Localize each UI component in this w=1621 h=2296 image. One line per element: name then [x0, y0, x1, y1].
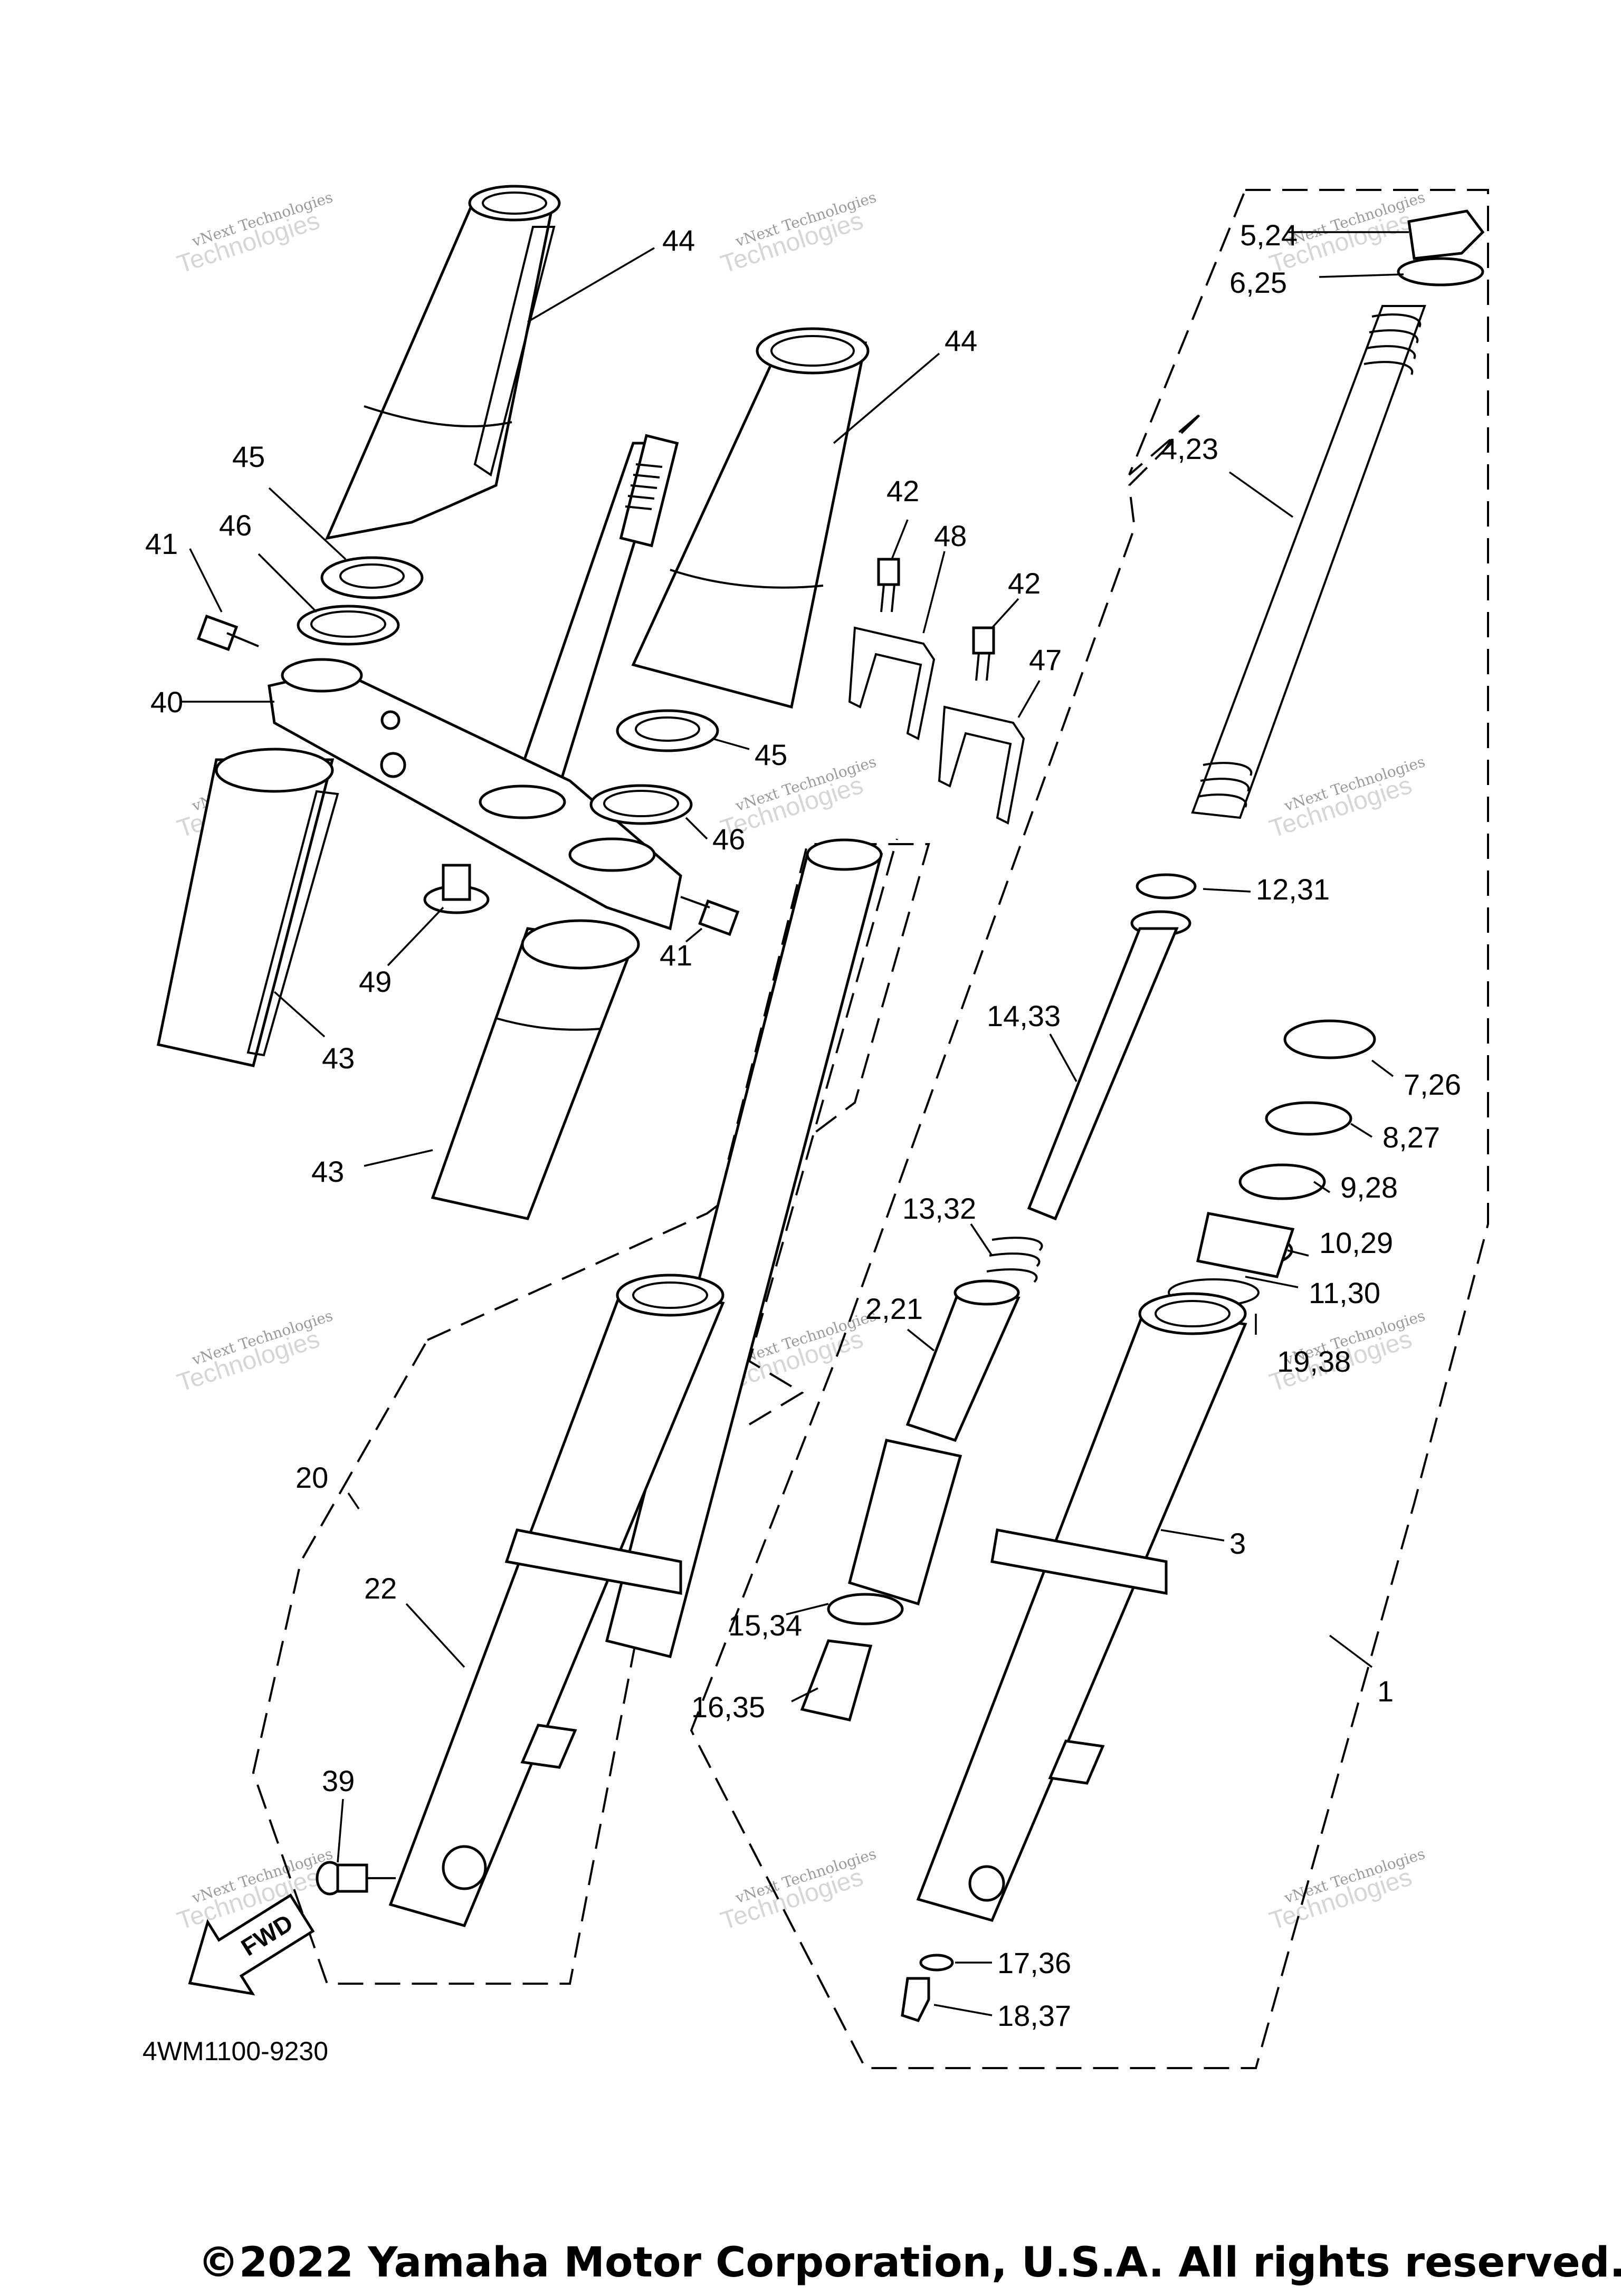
callout-2-21: 2,21 — [865, 1292, 923, 1325]
drawing-code: 4WM1100-9230 — [142, 2036, 328, 2066]
callout-15-34: 15,34 — [728, 1609, 802, 1642]
bolt-42-a — [877, 558, 900, 613]
callout-41-right: 41 — [660, 939, 692, 972]
callout-41-left: 41 — [145, 527, 178, 560]
callout-46-left: 46 — [219, 509, 252, 542]
watermark: Technologies vNext Technologies — [174, 1307, 335, 1398]
assembly-outline-1 — [690, 189, 1489, 2069]
callout-12-31: 12,31 — [1256, 873, 1330, 906]
callout-17-36: 17,36 — [997, 1946, 1071, 1979]
callout-45-left: 45 — [232, 440, 265, 473]
callout-18-37: 18,37 — [997, 1999, 1071, 2032]
bolt-42-b — [972, 626, 995, 681]
gasket-17-36 — [919, 1954, 954, 1972]
callout-3: 3 — [1229, 1527, 1246, 1560]
rebound-spring — [986, 1237, 1043, 1283]
damper-rod — [1027, 910, 1191, 1221]
watermark: Technologies vNext Technologies — [1266, 753, 1427, 844]
watermark: Technologies vNext Technologies — [717, 188, 878, 279]
callout-44-upper-left: 44 — [662, 224, 695, 257]
watermark: Technologies vNext Technologies — [174, 188, 335, 279]
callout-14-33: 14,33 — [987, 999, 1061, 1032]
cylinder-2-21 — [847, 1279, 1021, 1606]
leader-lines — [179, 231, 1409, 2016]
bracket-47 — [938, 705, 1025, 825]
callout-labels: 44 44 45 46 41 40 42 48 42 47 45 46 41 4… — [145, 218, 1461, 2032]
upper-cover-left — [325, 185, 561, 540]
callout-1: 1 — [1377, 1675, 1394, 1708]
callout-45-right: 45 — [755, 738, 787, 771]
copyright-notice: ©2022 Yamaha Motor Corporation, U.S.A. A… — [198, 2239, 1621, 2287]
callout-13-32: 13,32 — [902, 1192, 976, 1225]
washer-left — [297, 556, 424, 646]
lower-cover-right — [431, 919, 640, 1220]
callout-42-b: 42 — [1008, 567, 1041, 600]
outer-tube-right — [916, 1292, 1247, 1922]
watermark: Technologies vNext Technologies — [717, 1845, 878, 1936]
collar-16-35 — [800, 1639, 873, 1721]
bracket-48 — [848, 626, 936, 740]
callout-43-left: 43 — [322, 1041, 355, 1075]
callout-43-right: 43 — [311, 1155, 344, 1188]
callout-40: 40 — [150, 685, 183, 719]
washer-right — [589, 709, 719, 825]
callout-47: 47 — [1029, 643, 1062, 676]
inner-tube — [605, 838, 883, 1659]
callout-10-29: 10,29 — [1319, 1226, 1393, 1259]
callout-39: 39 — [322, 1764, 355, 1797]
callout-42-a: 42 — [886, 474, 919, 508]
fork-spring — [1191, 305, 1426, 819]
ring-15-34 — [827, 1593, 904, 1625]
outer-tube-left — [388, 1274, 725, 1928]
ring-12-31 — [1136, 873, 1197, 900]
lower-cover-left — [157, 748, 339, 1067]
callout-8-27: 8,27 — [1382, 1121, 1440, 1154]
collar-49 — [423, 864, 490, 914]
inner-tube-outline — [748, 838, 898, 1426]
cap-bolt — [1397, 209, 1485, 286]
seal-stack — [1168, 1019, 1376, 1307]
callout-19-38: 19,38 — [1277, 1345, 1351, 1378]
watermark: Technologies vNext Technologies — [1266, 1845, 1427, 1936]
bolt-41-left — [197, 614, 259, 652]
callout-6-25: 6,25 — [1229, 266, 1287, 299]
drain-bolt-39 — [316, 1861, 396, 1896]
callout-49: 49 — [359, 965, 392, 998]
under-bracket — [268, 658, 682, 931]
callout-22: 22 — [364, 1572, 397, 1605]
bolt-41-right — [680, 896, 740, 936]
callout-46-right: 46 — [712, 822, 745, 856]
bolt-18-37 — [901, 1977, 930, 2023]
callout-7-26: 7,26 — [1404, 1068, 1461, 1101]
callout-4-23: 4,23 — [1161, 432, 1218, 465]
callout-11-30: 11,30 — [1309, 1276, 1380, 1309]
callout-16-35: 16,35 — [691, 1690, 765, 1724]
callout-20: 20 — [295, 1461, 328, 1494]
callout-5-24: 5,24 — [1240, 218, 1298, 252]
callout-48: 48 — [934, 519, 967, 552]
callout-44-upper-right: 44 — [945, 324, 977, 357]
upper-cover-right — [631, 327, 870, 709]
callout-9-28: 9,28 — [1340, 1171, 1398, 1204]
